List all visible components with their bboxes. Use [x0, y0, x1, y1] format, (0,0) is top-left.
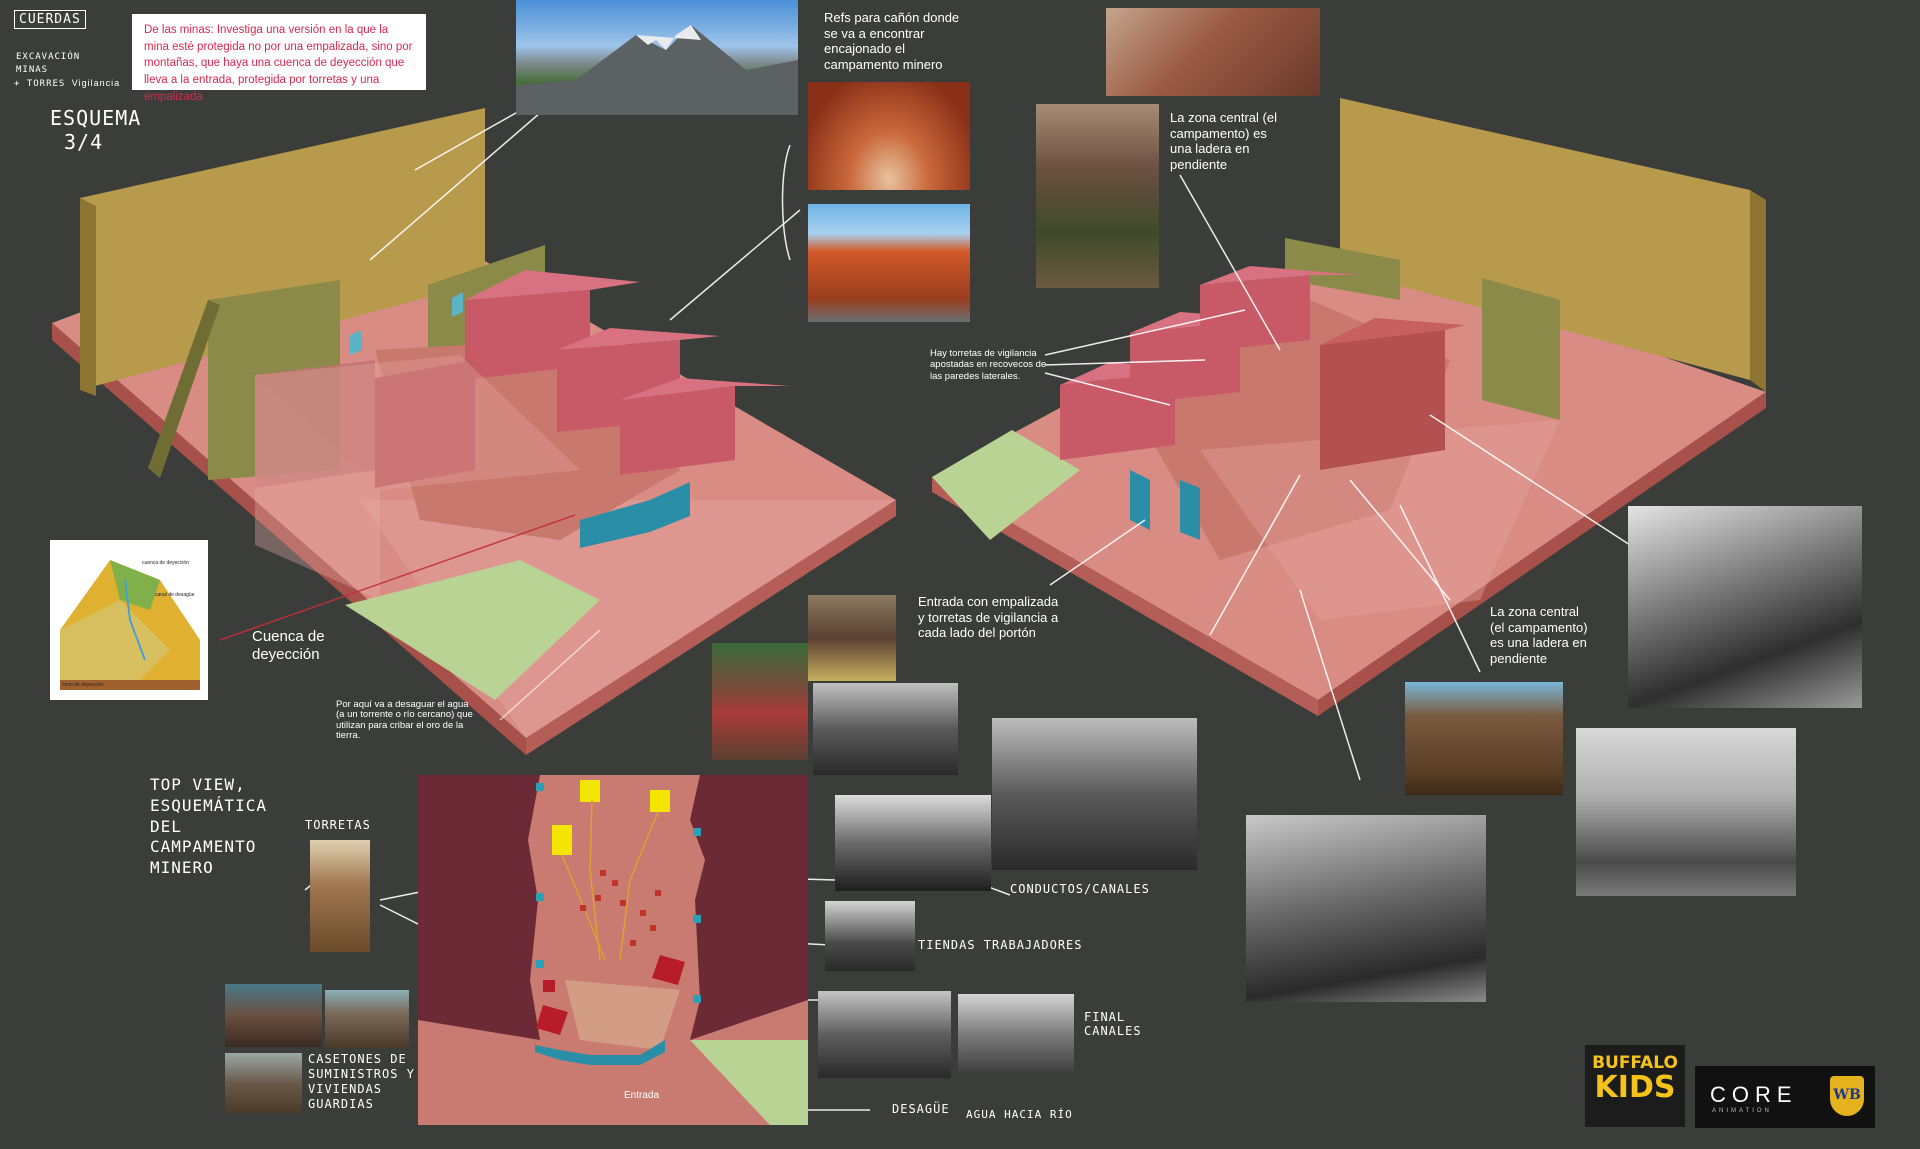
logo-kids-text: KIDS: [1594, 1070, 1676, 1105]
logo-buffalo-text: BUFFALO: [1592, 1053, 1678, 1073]
shed-photo-3: [225, 1053, 302, 1113]
mining-field-bw-photo: [1246, 815, 1486, 1002]
desague-label: DESAGÜE: [892, 1102, 950, 1116]
diagram-label-canal: canal de desagüe: [155, 592, 195, 598]
zona-central-label-2: La zona central (el campamento) es una l…: [1490, 604, 1588, 666]
red-mine-building-photo: [712, 643, 808, 760]
diagram-label-cono: cono de deyección: [62, 682, 104, 688]
core-animation-logo: CORE ANIMATION WB: [1695, 1066, 1875, 1128]
wb-shield-icon: WB: [1830, 1076, 1864, 1116]
subtitle-excavacion: EXCAVACIÓN: [16, 52, 81, 62]
right-isometric-model: [932, 98, 1766, 716]
shed-photo-1: [225, 984, 322, 1047]
entrada-empalizada-label: Entrada con empalizada y torretas de vig…: [918, 594, 1059, 641]
buffalo-kids-logo: BUFFALO KIDS: [1585, 1045, 1685, 1127]
mountain-photo: [516, 0, 798, 115]
conductos-label: CONDUCTOS/CANALES: [1010, 882, 1150, 896]
flume-bw-photo: [835, 795, 991, 891]
vigilancia-label: Vigilancia: [71, 78, 121, 88]
tiendas-label: TIENDAS TRABAJADORES: [918, 938, 1083, 952]
cuenca-deyeccion-label: Cuenca de deyección: [252, 628, 325, 663]
cliff-mine-photo: [1036, 104, 1159, 288]
entrada-label: Entrada: [624, 1090, 660, 1101]
mine-entrance-bw-photo: [813, 683, 958, 775]
canyon-photo-2: [808, 204, 970, 322]
logo-core-subtext: ANIMATION: [1712, 1108, 1772, 1114]
water-tower-photo: [808, 595, 896, 681]
deyeccion-diagram: cuenca de deyección canal de desagüe con…: [50, 540, 208, 700]
subtitle-torres: + TORRES Vigilancia: [14, 78, 120, 89]
rocky-photo-top: [1106, 8, 1320, 96]
final-canal-bw-photo-2: [958, 994, 1074, 1076]
logo-core-text: CORE: [1710, 1082, 1798, 1107]
final-canal-bw-photo-1: [818, 991, 951, 1078]
cuerdas-title: CUERDAS: [14, 10, 86, 29]
subtitle-minas: MINAS: [16, 65, 49, 75]
desaguar-label: Por aquí va a desaguar el agua (a un tor…: [336, 699, 473, 742]
zona-central-label-1: La zona central (el campamento) es una l…: [1170, 110, 1277, 172]
agua-rio-label: AGUA HACIA RÍO: [966, 1108, 1073, 1121]
plus-sign: +: [14, 79, 21, 89]
canyon-photo-1: [808, 82, 970, 190]
tent-bw-photo: [1576, 728, 1796, 896]
esquema-title: ESQUEMA: [50, 106, 142, 130]
torretas-label: TORRETAS: [305, 818, 371, 832]
watchtower-photo: [310, 840, 370, 952]
shed-photo-2: [325, 990, 409, 1048]
top-view-title: TOP VIEW, ESQUEMÁTICA DEL CAMPAMENTO MIN…: [150, 775, 267, 878]
canal-bw-photo-center: [992, 718, 1197, 870]
logo-wb-text: WB: [1833, 1087, 1861, 1103]
cabin-color-photo: [1405, 682, 1563, 795]
casetones-label: CASETONES DE SUMINISTROS Y VIVIENDAS GUA…: [308, 1052, 415, 1111]
torres-label: TORRES: [26, 79, 66, 89]
mountain-shape-icon: [516, 25, 798, 115]
workers-tent-bw-photo: [825, 901, 915, 971]
top-view-plan: [418, 775, 808, 1125]
sluice-bw-photo-right: [1628, 506, 1862, 708]
final-canales-label: FINAL CANALES: [1084, 1010, 1142, 1039]
refs-canon-label: Refs para cañón donde se va a encontrar …: [824, 10, 960, 72]
instruction-note: De las minas: Investiga una versión en l…: [132, 14, 426, 103]
left-isometric-model: [52, 108, 896, 755]
diagram-label-cuenca: cuenca de deyección: [142, 560, 189, 566]
torretas-vigilancia-label: Hay torretas de vigilancia apostadas en …: [930, 348, 1047, 382]
esquema-ratio: 3/4: [64, 130, 104, 154]
alluvial-fan-diagram-icon: [60, 560, 200, 690]
